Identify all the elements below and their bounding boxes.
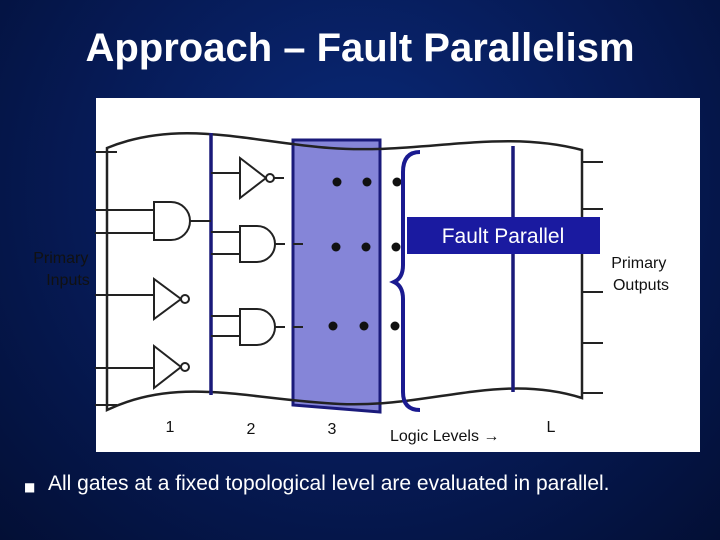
slide-title: Approach – Fault Parallelism xyxy=(85,26,635,70)
level-brace xyxy=(389,150,421,412)
primary-output-wires xyxy=(582,161,603,394)
and-gate-level2-b xyxy=(239,308,276,346)
level-label-2: 2 xyxy=(247,421,256,438)
square-bullet-icon: ■ xyxy=(24,480,36,494)
and-gate-level1 xyxy=(153,201,191,241)
primary-outputs-label: Primary Outputs xyxy=(611,255,671,294)
level-label-last: L xyxy=(547,419,556,436)
primary-inputs-label: Primary Inputs xyxy=(33,250,93,289)
logic-levels-label: Logic Levels → xyxy=(390,428,499,445)
and-gate-level2-a xyxy=(239,225,276,263)
fault-parallel-box xyxy=(407,217,600,254)
circuit-diagram: Fault Parallel Primary Inputs Primary Ou… xyxy=(33,131,671,445)
level-label-3: 3 xyxy=(328,421,337,438)
circuit-outline xyxy=(105,131,584,412)
not-gate-level2 xyxy=(239,155,268,201)
not-gate-level1-a xyxy=(153,277,183,321)
level2-output-wires xyxy=(274,177,305,328)
not-gate-level1-b xyxy=(153,343,183,391)
fault-parallel-label: Fault Parallel xyxy=(442,225,565,248)
bullet-text: All gates at a fixed topological level a… xyxy=(48,472,610,495)
primary-input-wires xyxy=(95,151,154,406)
level2-input-wires xyxy=(211,172,240,337)
level-label-1: 1 xyxy=(166,419,175,436)
fault-parallel-highlight-band xyxy=(291,138,382,414)
ellipsis-dots xyxy=(328,177,402,331)
